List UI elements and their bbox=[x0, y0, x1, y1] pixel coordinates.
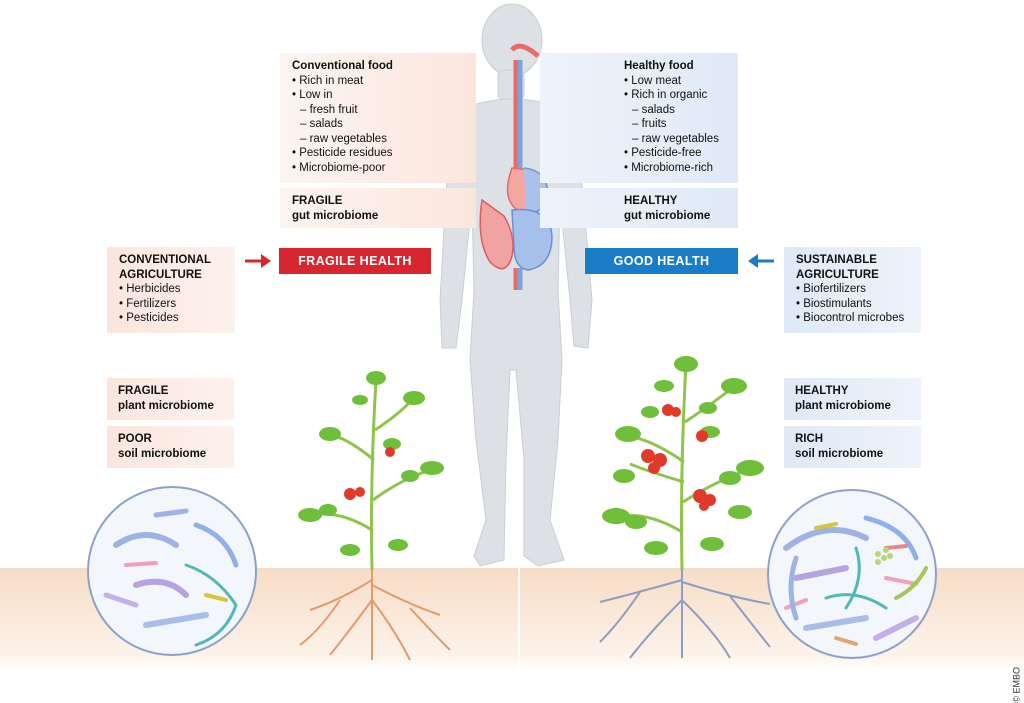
sustainable-agriculture-box: SUSTAINABLE AGRICULTURE Biofertilizers B… bbox=[784, 247, 921, 333]
rich-soil-subtitle: soil microbiome bbox=[795, 447, 884, 460]
healthy-food-list: Low meat Rich in organic salads fruits r… bbox=[624, 74, 738, 176]
conventional-agriculture-list: Herbicides Fertilizers Pesticides bbox=[119, 282, 235, 326]
list-item: salads bbox=[624, 103, 738, 118]
conventional-agriculture-title-2: AGRICULTURE bbox=[119, 268, 202, 281]
fragile-gut-box: FRAGILE gut microbiome bbox=[280, 188, 476, 228]
healthy-plant-subtitle: plant microbiome bbox=[795, 399, 891, 412]
list-item: Biocontrol microbes bbox=[796, 311, 921, 326]
list-item: salads bbox=[292, 117, 476, 132]
esophagus bbox=[510, 43, 540, 170]
fragile-tomato-plant bbox=[298, 371, 451, 661]
list-item: Herbicides bbox=[119, 282, 235, 297]
fragile-gut-subtitle: gut microbiome bbox=[292, 209, 379, 222]
list-item: fresh fruit bbox=[292, 103, 476, 118]
healthy-tomato-plant bbox=[599, 356, 771, 659]
healthy-food-title: Healthy food bbox=[624, 60, 694, 72]
list-item: raw vegetables bbox=[292, 132, 476, 147]
conventional-agriculture-box: CONVENTIONAL AGRICULTURE Herbicides Fert… bbox=[107, 247, 235, 333]
fragile-health-banner: FRAGILE HEALTH bbox=[279, 248, 431, 274]
healthy-gut-box: HEALTHY gut microbiome bbox=[540, 188, 738, 228]
list-item: Microbiome-poor bbox=[292, 161, 476, 176]
rich-soil-box: RICH soil microbiome bbox=[784, 426, 921, 468]
list-item: Pesticide-free bbox=[624, 146, 738, 161]
list-item: Biostimulants bbox=[796, 297, 921, 312]
list-item: Rich in meat bbox=[292, 74, 476, 89]
healthy-gut-subtitle: gut microbiome bbox=[624, 209, 711, 222]
conventional-food-list: Rich in meat Low in fresh fruit salads r… bbox=[292, 74, 476, 176]
list-item: Low meat bbox=[624, 74, 738, 89]
rich-soil-title: RICH bbox=[795, 433, 824, 445]
sustainable-agriculture-title: SUSTAINABLE bbox=[796, 254, 877, 266]
fragile-plant-subtitle: plant microbiome bbox=[118, 399, 214, 412]
sustainable-agriculture-list: Biofertilizers Biostimulants Biocontrol … bbox=[796, 282, 921, 326]
list-item: Low in bbox=[292, 88, 476, 103]
fragile-plant-title: FRAGILE bbox=[118, 385, 169, 397]
soil-divider bbox=[518, 568, 520, 671]
list-item: Microbiome-rich bbox=[624, 161, 738, 176]
fragile-gut-title: FRAGILE bbox=[292, 195, 343, 207]
list-item: Pesticides bbox=[119, 311, 235, 326]
healthy-plant-title: HEALTHY bbox=[795, 385, 849, 397]
red-arrow-icon bbox=[245, 254, 271, 268]
poor-soil-microbiome bbox=[87, 486, 257, 656]
healthy-food-box: Healthy food Low meat Rich in organic sa… bbox=[540, 53, 738, 183]
healthy-gut-title: HEALTHY bbox=[624, 195, 678, 207]
list-item: raw vegetables bbox=[624, 132, 738, 147]
good-health-banner: GOOD HEALTH bbox=[585, 248, 738, 274]
conventional-food-box: Conventional food Rich in meat Low in fr… bbox=[280, 53, 476, 183]
intestine-red bbox=[479, 198, 514, 270]
fragile-plant-box: FRAGILE plant microbiome bbox=[107, 378, 234, 420]
sustainable-agriculture-title-2: AGRICULTURE bbox=[796, 268, 879, 281]
list-item: Pesticide residues bbox=[292, 146, 476, 161]
list-item: fruits bbox=[624, 117, 738, 132]
list-item: Rich in organic bbox=[624, 88, 738, 103]
list-item: Biofertilizers bbox=[796, 282, 921, 297]
blue-arrow-icon bbox=[748, 254, 774, 268]
rich-soil-microbiome bbox=[767, 489, 937, 659]
poor-soil-subtitle: soil microbiome bbox=[118, 447, 207, 460]
healthy-plant-box: HEALTHY plant microbiome bbox=[784, 378, 921, 420]
credit-text: © EMBO bbox=[1012, 667, 1022, 703]
conventional-agriculture-title: CONVENTIONAL bbox=[119, 254, 211, 266]
list-item: Fertilizers bbox=[119, 297, 235, 312]
poor-soil-title: POOR bbox=[118, 433, 152, 445]
conventional-food-title: Conventional food bbox=[292, 60, 393, 72]
poor-soil-box: POOR soil microbiome bbox=[107, 426, 234, 468]
